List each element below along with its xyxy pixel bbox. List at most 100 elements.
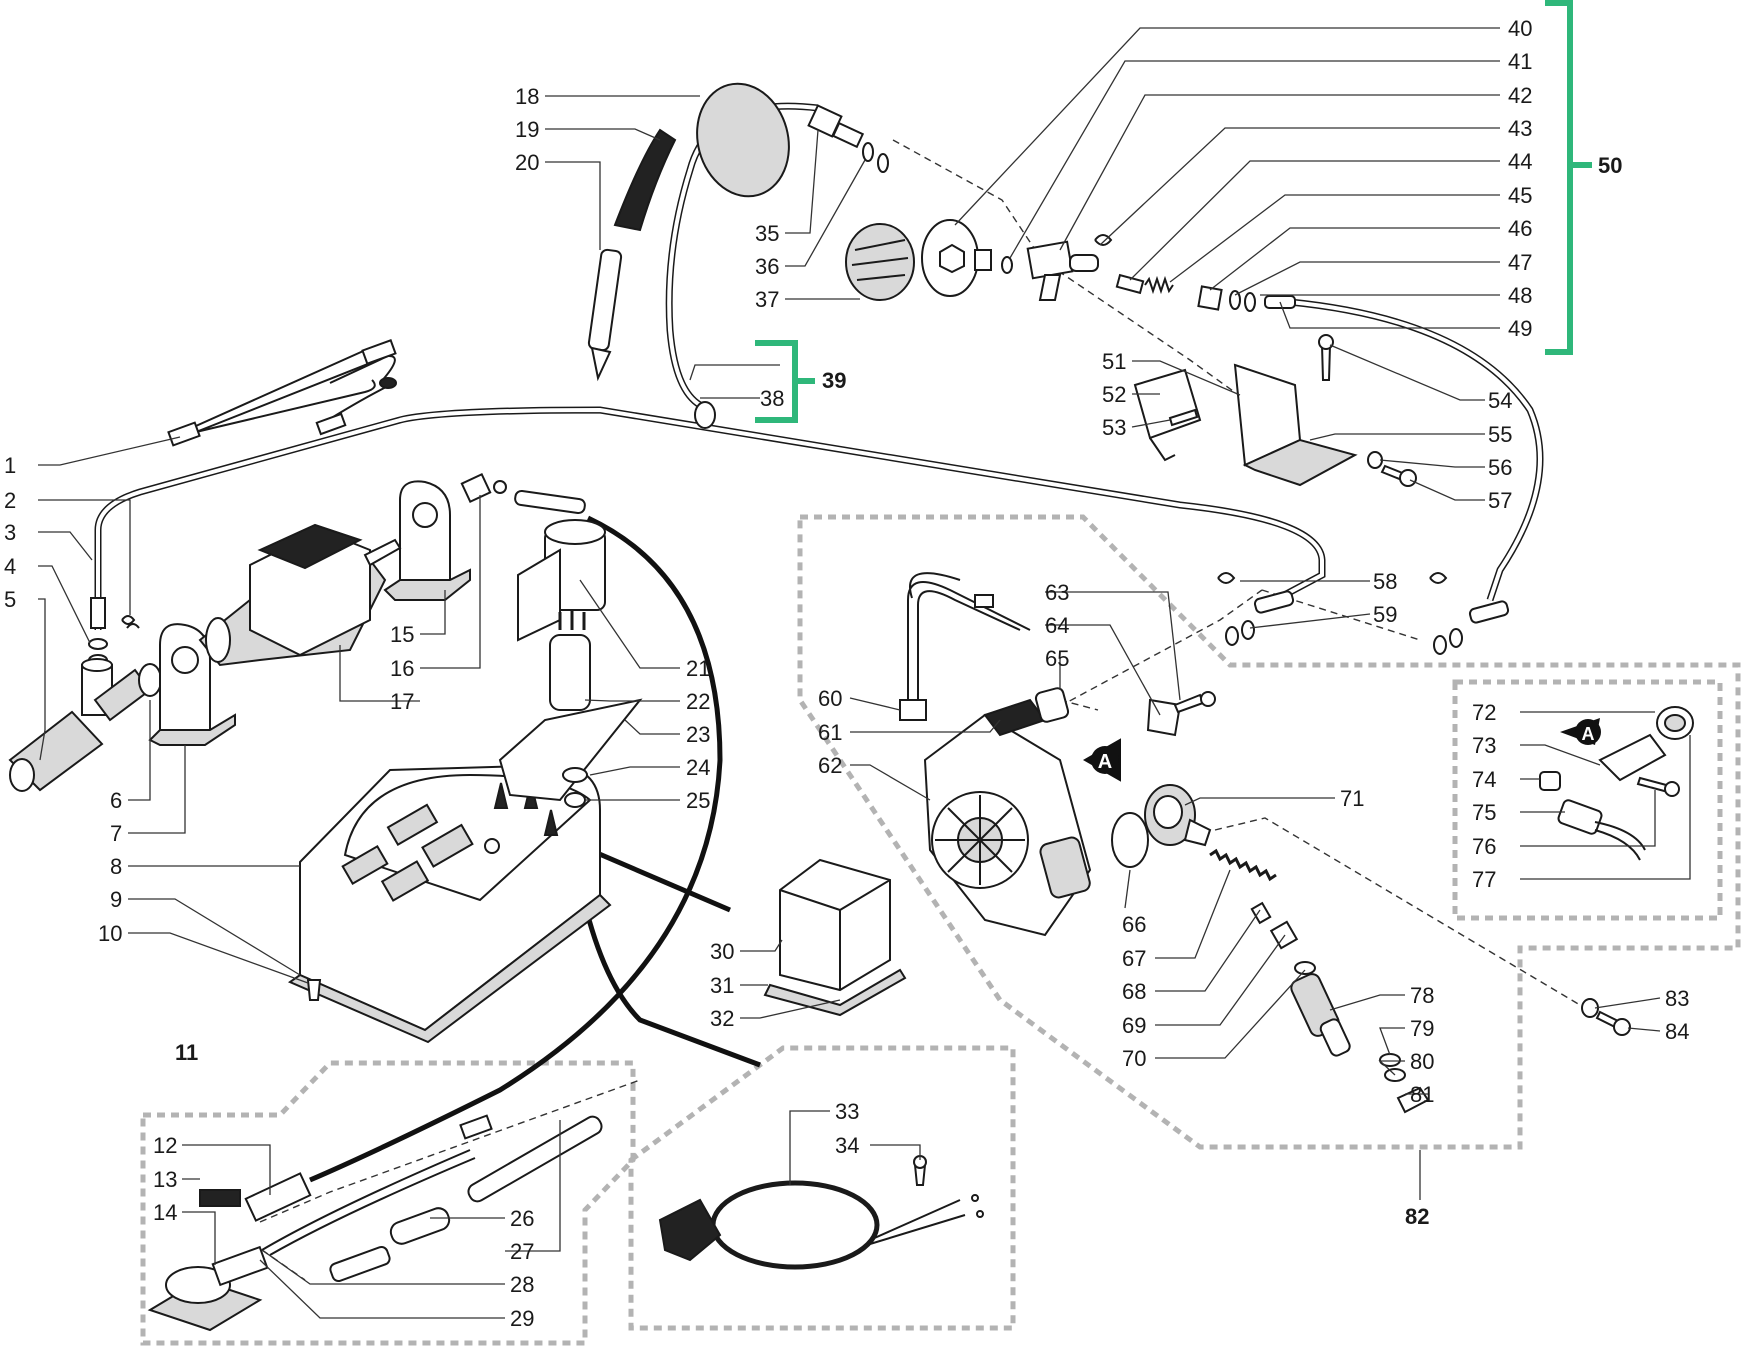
label-23: 23 [686,722,710,747]
spring-45 [1144,275,1174,295]
connector-60b [974,594,994,608]
mount-bracket-7 [148,623,236,746]
label-15: 15 [390,622,414,647]
label-78: 78 [1410,983,1434,1008]
callout-a-label: A [1098,751,1112,773]
tube-end-38 [694,401,716,429]
label-48: 48 [1508,283,1532,308]
label-51: 51 [1102,349,1126,374]
filter-26 [389,1207,451,1245]
label-28: 28 [510,1272,534,1297]
label-41: 41 [1508,49,1532,74]
o-ring-59a [1225,626,1239,646]
connector-1b [361,339,397,365]
o-ring-6 [138,663,162,697]
group-labels: 39 50 82 [822,153,1622,1229]
o-ring-47 [1229,290,1241,310]
label-67: 67 [1122,946,1146,971]
bracket-50 [1545,0,1573,355]
transformer-30 [763,858,907,1017]
callout-A-boiler: A [1082,738,1121,782]
o-ring-4a [88,638,108,650]
label-71: 71 [1340,786,1364,811]
o-ring-41 [1001,256,1013,274]
label-59: 59 [1373,602,1397,627]
label-22: 22 [686,689,710,714]
washer-56 [1367,451,1383,469]
axis-boiler [1037,589,1263,719]
label-83: 83 [1665,986,1689,1011]
label-11: 11 [175,1040,198,1065]
screw-54-head [1318,334,1334,350]
clip-58a [1217,572,1236,584]
solenoid-coil-21 [517,519,606,642]
label-30: 30 [710,939,734,964]
label-27: 27 [510,1239,534,1264]
tube-12 [244,1172,312,1222]
label-25: 25 [686,788,710,813]
label-76: 76 [1472,834,1496,859]
label-9: 9 [110,887,122,912]
o-ring-59b [1241,620,1255,640]
axis-83 [1214,817,1581,1006]
screw-57-head [1399,469,1417,487]
o-ring-59c [1433,635,1447,655]
label-52: 52 [1102,382,1126,407]
label-20: 20 [515,150,539,175]
connector-1a [167,421,201,447]
power-cable-black [309,515,723,1183]
group-label-39: 39 [822,368,846,393]
label-63: 63 [1045,580,1069,605]
tube-26-hose [467,1115,603,1203]
label-18: 18 [515,84,539,109]
shower-plate-18 [696,82,790,198]
label-16: 16 [390,656,414,681]
axis-11 [259,1079,641,1223]
label-6: 6 [110,788,122,813]
label-45: 45 [1508,183,1532,208]
clip-13 [199,1189,241,1207]
long-tube-49-inner [1289,300,1542,601]
bracket-55 [1233,363,1358,487]
label-10: 10 [98,921,122,946]
callout-a-detail-label: A [1582,724,1595,744]
gasket-66 [1111,812,1149,868]
group-box-82 [797,514,1741,1150]
nut-25 [564,792,586,808]
nut-69 [1269,920,1299,950]
spring-67 [1209,848,1277,882]
cap-74 [1539,771,1561,791]
connector-60 [899,699,927,721]
valve-5 [8,658,152,792]
control-box-8 [287,763,612,1044]
label-14: 14 [153,1200,177,1225]
clip-2 [121,615,140,629]
o-ring-36a [862,142,874,162]
label-57: 57 [1488,488,1512,513]
label-17: 17 [390,689,414,714]
label-53: 53 [1102,415,1126,440]
label-8: 8 [110,854,122,879]
o-ring-36b [877,153,889,173]
label-21: 21 [686,656,710,681]
screw-76-head [1664,781,1680,797]
label-7: 7 [110,821,122,846]
pin-68 [1250,901,1272,925]
group-box-77 [1452,679,1723,921]
clip-58b [1429,572,1448,584]
fitting-78 [1290,973,1351,1057]
label-68: 68 [1122,979,1146,1004]
label-1: 1 [4,453,16,478]
label-75: 75 [1472,800,1496,825]
label-77: 77 [1472,867,1496,892]
tube-27 [329,1245,391,1283]
label-74: 74 [1472,767,1496,792]
label-80: 80 [1410,1049,1434,1074]
thermostat-71 [1144,784,1212,847]
long-tube-3-inner [96,407,1324,630]
tube-end-58a [1253,590,1295,614]
filter-20 [587,248,623,382]
screw-53 [1168,408,1199,427]
label-66: 66 [1122,912,1146,937]
sensor-tip-1 [379,377,397,389]
